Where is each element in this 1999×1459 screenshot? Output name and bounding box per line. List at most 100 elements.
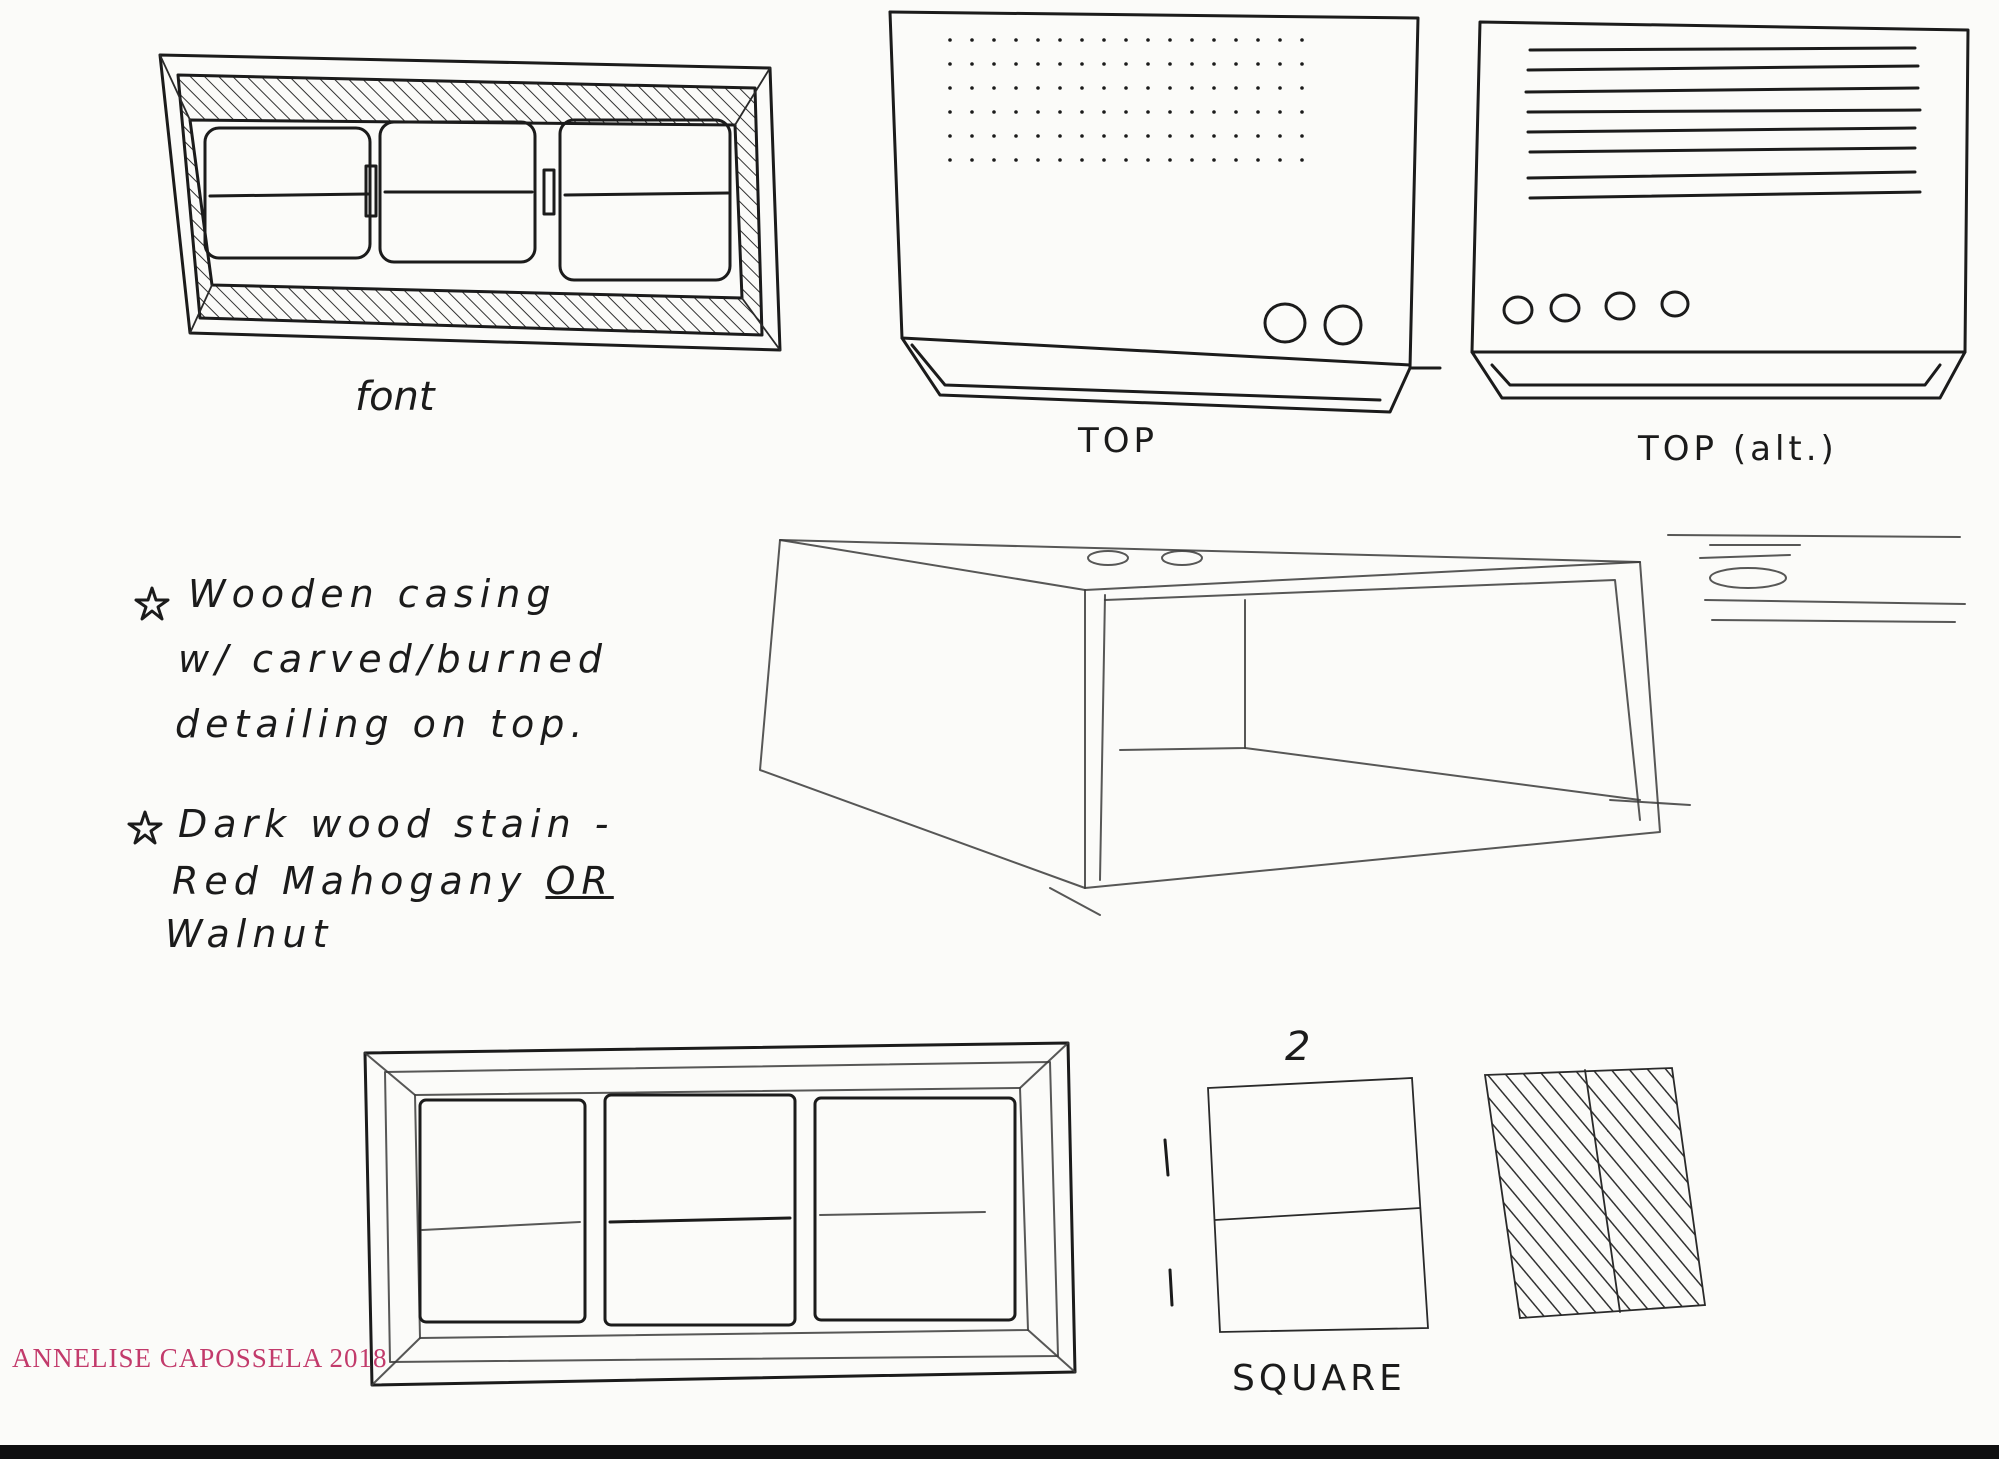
speaker-dot	[1036, 62, 1040, 66]
speaker-dot	[948, 38, 952, 42]
speaker-dot	[1234, 158, 1238, 162]
speaker-dot	[1300, 134, 1304, 138]
speaker-dot	[970, 158, 974, 162]
speaker-dot	[992, 158, 996, 162]
speaker-dot	[1124, 38, 1128, 42]
speaker-dot	[1124, 86, 1128, 90]
note-walnut: Walnut	[165, 912, 334, 956]
note-dark-wood-stain: Dark wood stain -	[178, 802, 615, 846]
speaker-dot	[1278, 134, 1282, 138]
speaker-dot	[948, 62, 952, 66]
speaker-dot	[970, 62, 974, 66]
speaker-dot	[1036, 38, 1040, 42]
speaker-dot	[1014, 86, 1018, 90]
speaker-dot	[1212, 86, 1216, 90]
speaker-dot	[1168, 38, 1172, 42]
note-red-mahogany: Red Mahogany OR	[172, 862, 614, 900]
speaker-dot	[1190, 110, 1194, 114]
speaker-dot	[1124, 62, 1128, 66]
speaker-dot	[992, 38, 996, 42]
speaker-dot	[1102, 134, 1106, 138]
speaker-dot	[1036, 134, 1040, 138]
speaker-dot	[1256, 86, 1260, 90]
speaker-dot	[1102, 38, 1106, 42]
front-view-label: font	[355, 374, 436, 420]
speaker-dot	[1146, 110, 1150, 114]
speaker-dot	[992, 134, 996, 138]
speaker-dot	[1190, 62, 1194, 66]
speaker-dot	[1014, 158, 1018, 162]
speaker-dot	[1102, 158, 1106, 162]
speaker-dot	[1300, 38, 1304, 42]
bottom-edge-bar	[0, 1445, 1999, 1459]
speaker-dot	[948, 158, 952, 162]
speaker-dot	[1146, 38, 1150, 42]
note-red-mahogany-text: Red Mahogany	[172, 859, 528, 903]
speaker-dot	[1058, 110, 1062, 114]
speaker-dot	[1058, 86, 1062, 90]
speaker-dot	[1058, 158, 1062, 162]
speaker-dot	[1212, 158, 1216, 162]
speaker-dot	[1080, 62, 1084, 66]
speaker-dot	[1168, 110, 1172, 114]
speaker-dot	[1278, 158, 1282, 162]
speaker-dot	[1190, 38, 1194, 42]
speaker-dot	[1058, 38, 1062, 42]
speaker-dot	[1102, 110, 1106, 114]
speaker-dot	[1278, 38, 1282, 42]
note-carved-detailing: w/ carved/burned	[178, 637, 608, 681]
speaker-dot	[1234, 134, 1238, 138]
square-width-label: 2	[1285, 1024, 1310, 1070]
speaker-dot	[970, 38, 974, 42]
speaker-dot	[970, 86, 974, 90]
speaker-dot	[1256, 110, 1260, 114]
star-icon	[127, 810, 163, 845]
speaker-dot	[1256, 158, 1260, 162]
hatched-square-sketch	[1483, 1067, 1707, 1319]
speaker-dot	[1190, 158, 1194, 162]
speaker-dot	[1168, 62, 1172, 66]
speaker-dot	[1234, 62, 1238, 66]
speaker-dot	[970, 134, 974, 138]
speaker-dot	[1256, 62, 1260, 66]
speaker-dot	[1014, 134, 1018, 138]
speaker-dot	[1058, 62, 1062, 66]
speaker-dot	[1300, 86, 1304, 90]
speaker-dot	[1168, 86, 1172, 90]
speaker-dot	[1014, 62, 1018, 66]
speaker-dot	[1124, 134, 1128, 138]
speaker-dot	[1146, 158, 1150, 162]
speaker-dot	[1300, 62, 1304, 66]
speaker-dot	[1278, 110, 1282, 114]
speaker-dot	[1036, 158, 1040, 162]
speaker-dot	[1146, 62, 1150, 66]
speaker-dot	[1234, 86, 1238, 90]
speaker-dot	[1212, 62, 1216, 66]
front-view-sketch	[158, 53, 782, 352]
speaker-dot	[1234, 38, 1238, 42]
speaker-dot	[1146, 134, 1150, 138]
speaker-dot	[1080, 134, 1084, 138]
speaker-dot	[1256, 134, 1260, 138]
speaker-dot	[1190, 86, 1194, 90]
speaker-dot	[1300, 158, 1304, 162]
note-wooden-casing: Wooden casing	[188, 572, 557, 616]
top-alt-view-sketch	[1470, 20, 1970, 400]
speaker-dot	[948, 134, 952, 138]
speaker-dot	[1080, 38, 1084, 42]
speaker-dot	[1014, 38, 1018, 42]
speaker-dot	[1278, 62, 1282, 66]
speaker-dot	[992, 62, 996, 66]
speaker-dot	[1234, 110, 1238, 114]
speaker-dot	[1168, 134, 1172, 138]
speaker-dot	[992, 110, 996, 114]
artist-credit: ANNELISE CAPOSSELA 2018	[12, 1343, 388, 1373]
speaker-dot	[1212, 38, 1216, 42]
square-diagram	[1163, 1077, 1429, 1333]
speaker-dot	[970, 110, 974, 114]
speaker-dot	[1212, 134, 1216, 138]
speaker-dot	[1080, 158, 1084, 162]
perspective-sketch	[759, 534, 1966, 916]
